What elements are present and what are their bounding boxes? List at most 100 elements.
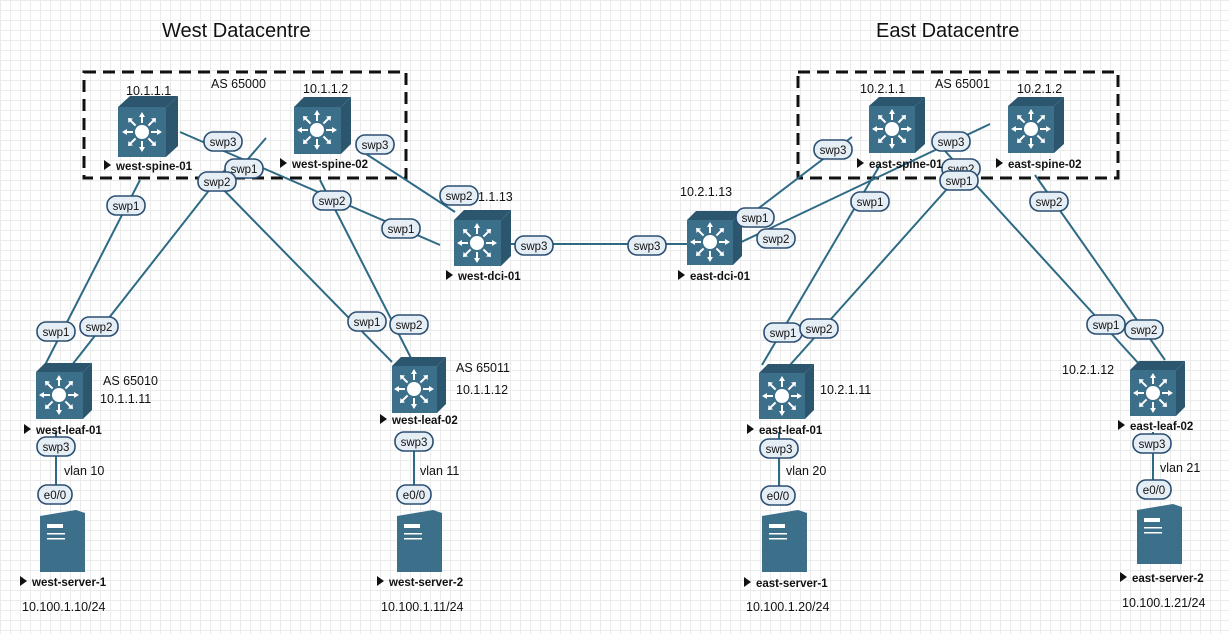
svg-text:swp2: swp2	[763, 234, 790, 246]
east-leaf-01-label: east-leaf-01	[759, 425, 823, 437]
east-spine-as-box	[796, 70, 1120, 180]
port-label: swp1	[36, 321, 76, 342]
port-label: swp3	[1132, 433, 1172, 454]
ip-east-leaf-01: 10.2.1.11	[820, 383, 871, 397]
port-label: swp3	[627, 235, 667, 256]
svg-text:swp1: swp1	[231, 164, 258, 176]
ip-east-leaf-02: 10.2.1.12	[1062, 363, 1114, 377]
port-label: swp3	[759, 438, 799, 459]
west-spine-01-switch[interactable]	[118, 96, 178, 157]
port-label: e0/0	[1136, 479, 1172, 500]
triangle-marker-icon	[380, 414, 387, 424]
west-leaf-01-switch[interactable]	[36, 363, 92, 419]
east-spine-02-switch[interactable]	[1008, 97, 1064, 153]
east-leaf-02-label: east-leaf-02	[1130, 421, 1193, 433]
vlan-west-2: vlan 11	[420, 464, 459, 478]
east-spine-01-label: east-spine-01	[869, 159, 943, 171]
port-label: swp3	[394, 431, 434, 452]
svg-text:swp3: swp3	[766, 444, 793, 456]
port-labels: swp1 swp3 swp1 swp2 swp3 swp2 swp2 swp1 …	[36, 131, 1172, 506]
ip-west-dci: 1.1.13	[478, 190, 513, 204]
port-label: swp1	[106, 195, 146, 216]
svg-text:swp2: swp2	[204, 177, 231, 189]
east-dci-01-label: east-dci-01	[690, 271, 751, 283]
ip-east-spine-01: 10.2.1.1	[860, 82, 905, 96]
port-label: swp1	[735, 207, 775, 228]
port-label: swp1	[763, 322, 803, 343]
port-label: swp2	[439, 185, 479, 206]
port-label: swp2	[1029, 191, 1069, 212]
east-spine-01-switch[interactable]	[869, 97, 925, 153]
svg-text:swp3: swp3	[210, 137, 237, 149]
as-west-spine: AS 65000	[211, 77, 266, 91]
west-server-2-icon[interactable]	[397, 510, 442, 572]
ip-west-spine-01: 10.1.1.1	[126, 84, 171, 98]
subnet-west-1: 10.100.1.10/24	[22, 600, 105, 614]
triangle-marker-icon	[377, 576, 384, 586]
west-server-2-label: west-server-2	[388, 577, 463, 589]
east-leaf-01-switch[interactable]	[759, 364, 814, 419]
port-label: swp3	[36, 436, 76, 457]
svg-text:swp1: swp1	[770, 328, 797, 340]
west-leaf-02-switch[interactable]	[392, 357, 446, 413]
port-label: swp2	[197, 171, 237, 192]
triangle-marker-icon	[996, 158, 1003, 168]
svg-text:swp2: swp2	[1131, 325, 1158, 337]
west-spine-02-switch[interactable]	[294, 97, 351, 154]
port-label: swp2	[79, 316, 119, 337]
ip-west-leaf-01: 10.1.1.11	[100, 392, 151, 406]
triangle-marker-icon	[1118, 420, 1125, 430]
port-label: swp2	[389, 314, 429, 335]
svg-text:swp2: swp2	[806, 324, 833, 336]
east-datacentre-title: East Datacentre	[876, 20, 1019, 42]
port-label: swp3	[203, 131, 243, 152]
port-label: swp3	[355, 134, 395, 155]
node-labels: west-spine-01 west-spine-02 west-dci-01 …	[20, 158, 1204, 590]
port-label: swp1	[224, 158, 264, 179]
svg-text:e0/0: e0/0	[44, 490, 66, 502]
port-label: swp1	[381, 218, 421, 239]
annotations: AS 65000 10.1.1.1 10.1.1.2 1.1.13 AS 650…	[22, 77, 1205, 614]
east-spine-02-label: east-spine-02	[1008, 159, 1082, 171]
triangle-marker-icon	[20, 576, 27, 586]
west-datacentre-title: West Datacentre	[162, 20, 311, 42]
subnet-east-2: 10.100.1.21/24	[1122, 596, 1205, 610]
triangle-marker-icon	[280, 158, 287, 168]
port-label: e0/0	[760, 485, 796, 506]
east-server-2-icon[interactable]	[1137, 504, 1182, 564]
svg-text:e0/0: e0/0	[767, 491, 789, 503]
ip-west-leaf-02: 10.1.1.12	[456, 383, 508, 397]
svg-text:swp1: swp1	[354, 317, 381, 329]
svg-text:swp1: swp1	[388, 224, 415, 236]
west-leaf-02-label: west-leaf-02	[391, 415, 458, 427]
as-west-leaf-02: AS 65011	[456, 361, 510, 375]
svg-text:swp1: swp1	[857, 197, 884, 209]
west-server-1-label: west-server-1	[31, 577, 107, 589]
port-label: swp2	[312, 190, 352, 211]
svg-text:swp1: swp1	[946, 176, 973, 188]
port-label: e0/0	[37, 484, 73, 505]
east-dci-01-switch[interactable]	[687, 211, 742, 265]
port-label: e0/0	[396, 484, 432, 505]
east-server-2-label: east-server-2	[1132, 573, 1204, 585]
east-server-1-icon[interactable]	[762, 510, 807, 572]
west-server-1-icon[interactable]	[40, 510, 85, 572]
triangle-marker-icon	[1120, 572, 1127, 582]
port-label: swp1	[939, 170, 979, 191]
port-label: swp3	[514, 235, 554, 256]
west-dci-01-switch[interactable]	[454, 210, 511, 266]
triangle-marker-icon	[744, 577, 751, 587]
port-label: swp3	[813, 139, 853, 160]
svg-text:swp2: swp2	[1036, 197, 1063, 209]
svg-text:swp3: swp3	[1139, 439, 1166, 451]
svg-text:swp2: swp2	[446, 191, 473, 203]
east-leaf-02-switch[interactable]	[1130, 361, 1185, 416]
vlan-west-1: vlan 10	[64, 464, 104, 478]
triangle-marker-icon	[104, 160, 111, 170]
svg-text:swp3: swp3	[43, 442, 70, 454]
svg-text:swp1: swp1	[1093, 320, 1120, 332]
ip-west-spine-02: 10.1.1.2	[303, 82, 348, 96]
svg-text:swp2: swp2	[319, 196, 346, 208]
west-spine-01-label: west-spine-01	[115, 161, 193, 173]
east-server-1-label: east-server-1	[756, 578, 828, 590]
